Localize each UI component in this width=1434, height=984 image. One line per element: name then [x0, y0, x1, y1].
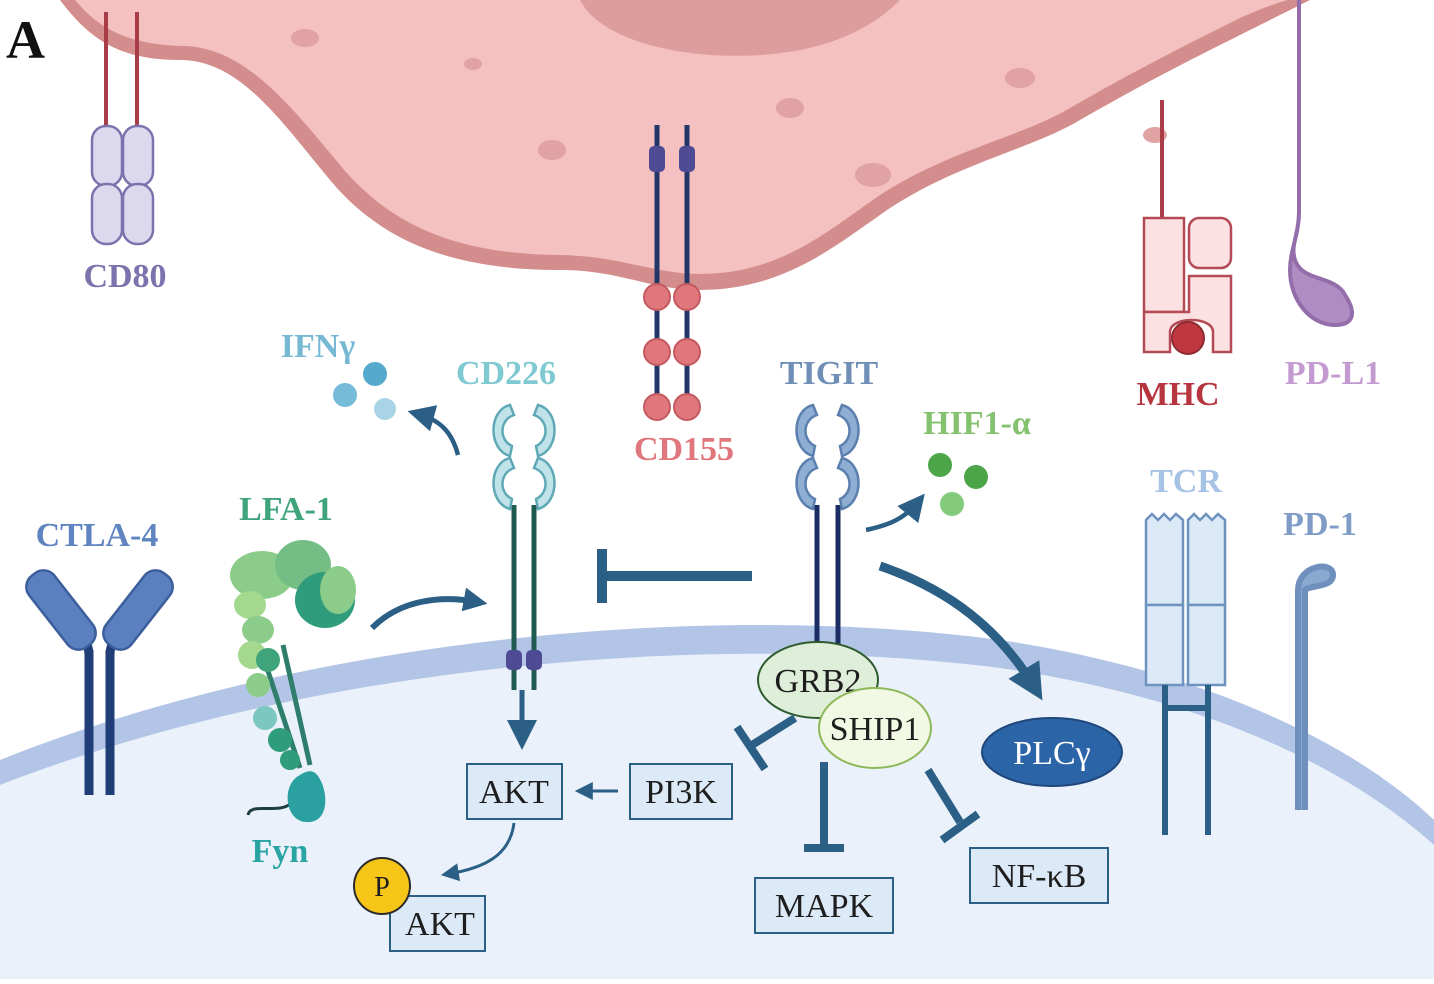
plcg-label: PLCγ: [1013, 735, 1090, 772]
cd226-receptor: [492, 403, 556, 690]
lfa1-label: LFA-1: [239, 491, 333, 528]
phosphate-badge: [353, 857, 411, 915]
cd80-label: CD80: [83, 258, 166, 295]
nfkb-node: NF-κB: [969, 847, 1109, 904]
pd1-receptor: [1295, 563, 1337, 810]
mapk-node: MAPK: [754, 877, 894, 934]
akt-label: AKT: [479, 774, 549, 811]
akt-phosphorylation-arrow: [440, 822, 516, 882]
ifng-molecules: [333, 362, 396, 420]
pdl1-label: PD-L1: [1285, 355, 1381, 392]
inhibit-nfkb: [924, 767, 981, 844]
ifng-secretion-arrow: [407, 405, 461, 456]
cd226-label: CD226: [456, 355, 556, 392]
tigit-inhibits-cd226: [597, 549, 752, 603]
ship1-label: SHIP1: [830, 711, 921, 748]
cd155-receptor: [643, 125, 701, 421]
lfa1-integrin: [230, 540, 356, 770]
akt-node: AKT: [466, 763, 563, 820]
ctla4-receptor: [25, 569, 174, 795]
apc-body: [75, 0, 1288, 274]
phospho-akt-node: AKT P: [353, 857, 486, 952]
apc-nucleus: [580, 0, 900, 56]
tigit-label: TIGIT: [780, 355, 879, 392]
pdl1-molecule: [1287, 0, 1355, 328]
cd80-receptor: [90, 12, 155, 246]
lfa1-to-cd226-arrow: [369, 587, 488, 631]
mhc-molecule: [1142, 100, 1233, 355]
tigit-to-plcg-arrow: [878, 561, 1043, 701]
ship1-node: SHIP1: [818, 687, 932, 769]
tigit-receptor: [795, 403, 860, 660]
pi3k-label: PI3K: [645, 774, 717, 811]
hif1a-molecules: [928, 453, 988, 516]
ifng-label: IFNγ: [281, 328, 356, 365]
nfkb-label: NF-κB: [992, 858, 1087, 895]
tcr-receptor: [1144, 512, 1227, 835]
hif1a-label: HIF1-α: [923, 405, 1031, 442]
fyn-label: Fyn: [252, 833, 309, 870]
phospho-akt-label: AKT: [405, 906, 475, 943]
pi3k-node: PI3K: [629, 763, 733, 820]
fyn-kinase: [246, 771, 326, 823]
apc-vesicles: [291, 29, 1167, 187]
inhibit-pi3k: [733, 714, 798, 772]
mhc-label: MHC: [1136, 376, 1219, 413]
cd155-label: CD155: [634, 431, 734, 468]
plcg-node: PLCγ: [981, 717, 1123, 787]
hif1a-arrow: [865, 493, 925, 533]
tcr-label: TCR: [1150, 463, 1222, 500]
ctla4-label: CTLA-4: [36, 517, 159, 554]
inhibit-mapk: [804, 762, 844, 852]
phosphate-label: P: [374, 872, 390, 903]
panel-label: A: [6, 10, 45, 70]
mapk-label: MAPK: [775, 888, 874, 925]
pd1-label: PD-1: [1283, 506, 1357, 543]
